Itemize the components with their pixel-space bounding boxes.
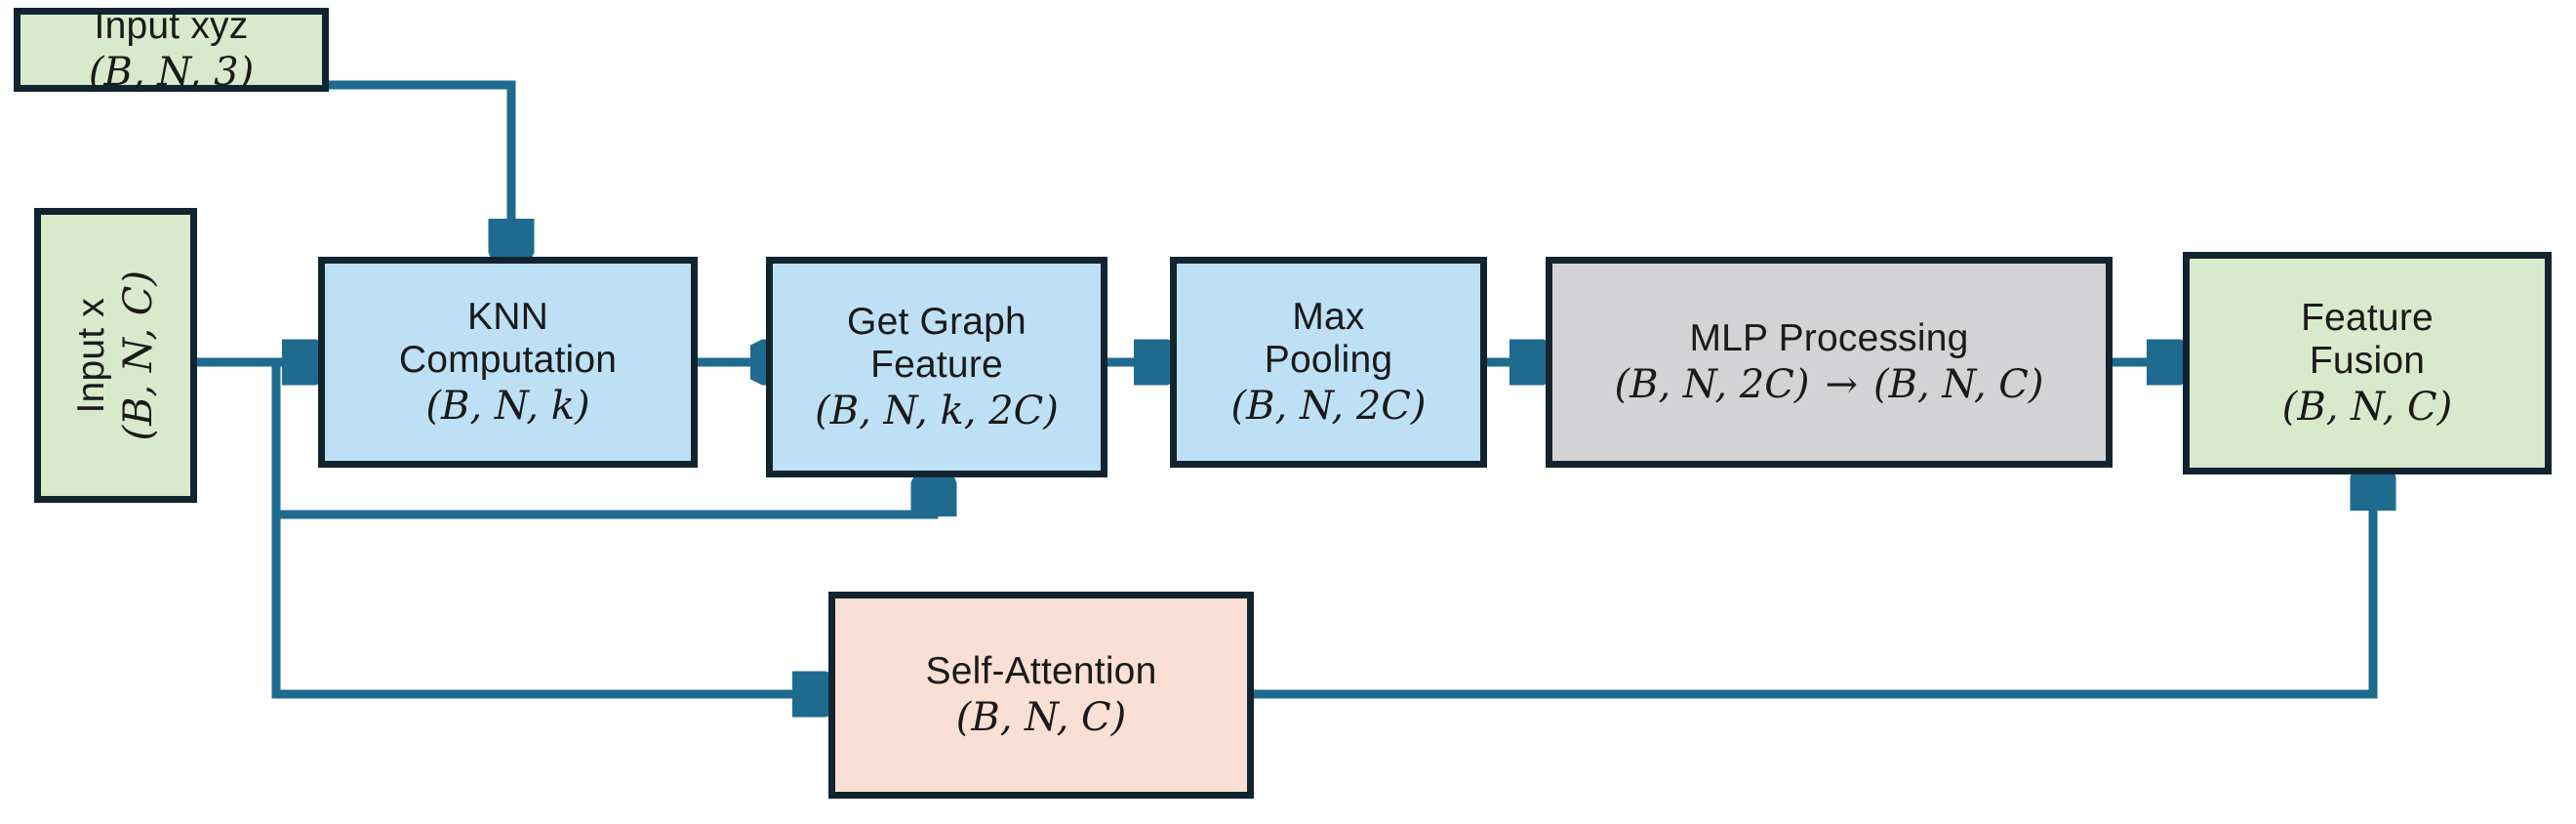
node-input-x-title: Input x (70, 297, 113, 414)
node-knn-computation[interactable]: KNN Computation (B, N, k) (318, 257, 698, 468)
node-knn-title-line2: Computation (398, 338, 618, 381)
node-knn-shape: (B, N, k) (425, 384, 590, 430)
node-max-pooling-shape: (B, N, 2C) (1230, 384, 1427, 430)
edge-input-xyz-to-knn (329, 80, 511, 255)
node-feature-fusion-title-line1: Feature (2301, 296, 2434, 339)
node-mlp-shape-row: (B, N, 2C) → (B, N, C) (1615, 363, 2044, 407)
node-input-xyz-title: Input xyz (94, 4, 249, 47)
node-max-pooling-title-line1: Max (1292, 295, 1365, 338)
node-feature-fusion[interactable]: Feature Fusion (B, N, C) (2183, 252, 2552, 474)
node-mlp-title: MLP Processing (1689, 316, 1969, 359)
edge-self-attention-to-feature-fusion (1254, 474, 2373, 699)
node-input-xyz-shape: (B, N, 3) (88, 50, 255, 96)
node-mlp-shape-out: (B, N, C) (1872, 362, 2044, 408)
node-mlp-processing[interactable]: MLP Processing (B, N, 2C) → (B, N, C) (1546, 257, 2113, 468)
node-mlp-shape-in: (B, N, 2C) (1614, 362, 1810, 408)
node-max-pooling[interactable]: Max Pooling (B, N, 2C) (1170, 257, 1487, 468)
node-mlp-arrow-glyph: → (1825, 362, 1858, 408)
node-feature-fusion-title-line2: Fusion (2309, 339, 2426, 382)
node-max-pooling-title-line2: Pooling (1264, 338, 1393, 381)
node-self-attention[interactable]: Self-Attention (B, N, C) (828, 592, 1254, 799)
node-feature-fusion-shape: (B, N, C) (2281, 385, 2453, 431)
node-input-x[interactable]: Input x (B, N, C) (34, 208, 197, 503)
node-get-graph-feature[interactable]: Get Graph Feature (B, N, k, 2C) (766, 257, 1107, 477)
edge-input-x-to-self-attention (271, 515, 828, 694)
node-input-x-shape: (B, N, C) (115, 269, 161, 441)
node-knn-title-line1: KNN (467, 295, 548, 338)
node-self-attention-shape: (B, N, C) (955, 695, 1127, 741)
node-input-xyz[interactable]: Input xyz (B, N, 3) (14, 4, 329, 96)
node-graph-feature-shape: (B, N, k, 2C) (815, 389, 1059, 434)
node-graph-feature-title-line2: Feature (870, 343, 1003, 386)
node-graph-feature-title-line1: Get Graph (847, 300, 1026, 343)
node-input-x-rotated-label: Input x (B, N, C) (70, 269, 161, 441)
node-self-attention-title: Self-Attention (925, 649, 1157, 692)
